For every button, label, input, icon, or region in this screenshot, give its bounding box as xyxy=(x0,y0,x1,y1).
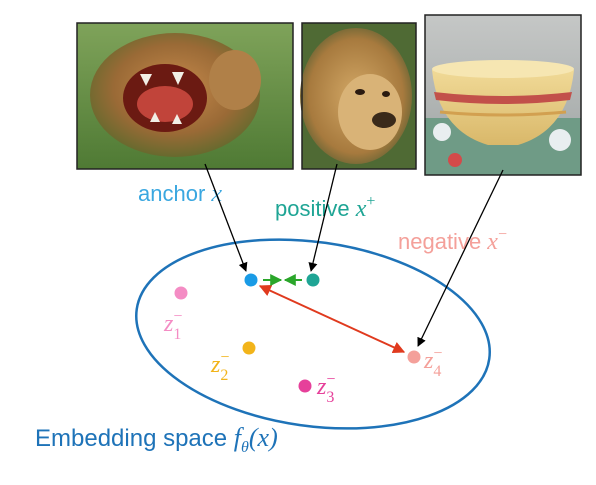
z3-label: z−3 xyxy=(316,371,335,406)
caption-text: Embedding space xyxy=(35,425,234,452)
negative-points: z−1 z−2 z−3 z−4 xyxy=(163,286,442,406)
z1-point xyxy=(174,286,188,300)
z2-label: z−2 xyxy=(210,349,229,384)
z2-point xyxy=(242,341,256,355)
anchor-label-text: anchor xyxy=(138,181,211,206)
positive-label-sup: + xyxy=(366,193,375,210)
z4-label: z−4 xyxy=(423,345,442,380)
negative-label-sup: − xyxy=(498,226,507,243)
positive-label: positive x+ xyxy=(275,193,375,222)
caption-sub: θ xyxy=(241,439,249,456)
positive-label-text: positive xyxy=(275,196,356,221)
positive-point xyxy=(306,273,320,287)
negative-label-var: x xyxy=(486,229,498,255)
push-arrow xyxy=(258,285,406,353)
positive-pointer-arrow xyxy=(308,163,338,272)
z3-point xyxy=(298,379,312,393)
embedding-space-ellipse xyxy=(135,238,491,430)
striped-bowl-photo xyxy=(424,14,582,176)
caption-arg: (x) xyxy=(249,423,278,452)
anchor-label: anchor x xyxy=(138,181,222,207)
anchor-pointer-arrow xyxy=(204,163,248,272)
negative-pointer-arrow xyxy=(417,169,504,347)
negative-label: negative x− xyxy=(398,226,507,255)
caption-func: f xyxy=(234,423,245,452)
lion-roaring-photo xyxy=(76,22,294,170)
positive-label-var: x xyxy=(355,196,367,222)
embedding-caption: Embedding space fθ(x) xyxy=(35,423,278,456)
anchor-point xyxy=(244,273,258,287)
z4-point xyxy=(407,350,421,364)
lion-face-photo xyxy=(300,22,417,170)
z1-label: z−1 xyxy=(163,308,182,343)
negative-label-text: negative xyxy=(398,229,487,254)
